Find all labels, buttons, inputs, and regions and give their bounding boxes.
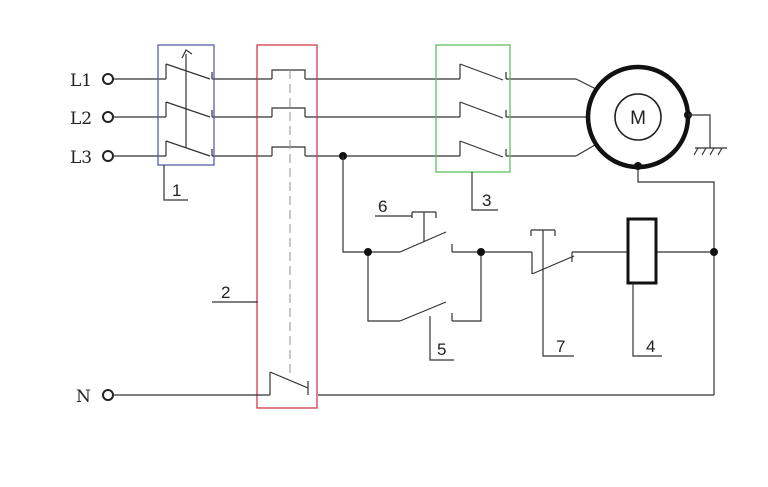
terminal-label-n: N <box>76 387 91 407</box>
callout-leader-1 <box>163 165 188 201</box>
junction-dot-icon <box>477 248 485 256</box>
control-wiring <box>113 156 715 396</box>
callout-1: 1 <box>172 181 181 200</box>
callout-2: 2 <box>221 283 230 302</box>
callout-4: 4 <box>646 337 655 356</box>
callout-leader-7 <box>542 268 574 357</box>
ground-icon <box>684 111 727 156</box>
junction-dot-icon <box>634 162 642 170</box>
callout-7: 7 <box>556 337 565 356</box>
callout-6: 6 <box>378 197 387 216</box>
stop-button-7 <box>530 229 575 275</box>
terminal-label-l2: L2 <box>70 109 92 129</box>
junction-dot-icon <box>710 248 718 256</box>
start-button-6 <box>399 211 453 253</box>
motor-icon: M <box>585 64 691 170</box>
holding-contact-5 <box>399 301 453 322</box>
motor-label: M <box>630 108 646 129</box>
breaker-switch-1 <box>157 44 215 166</box>
callout-leader-5 <box>429 316 454 361</box>
terminal-l3-icon <box>102 150 114 162</box>
terminal-l1-icon <box>102 73 114 85</box>
junction-dot-icon <box>364 248 372 256</box>
callout-leader-4 <box>632 283 662 357</box>
terminal-n-icon <box>102 389 114 401</box>
terminal-label-l3: L3 <box>70 148 92 168</box>
callout-3: 3 <box>482 191 491 210</box>
power-line-l1 <box>113 78 601 92</box>
contactor-3 <box>435 44 511 173</box>
rcd-device-2 <box>256 44 318 409</box>
terminal-l2-icon <box>102 111 114 123</box>
terminal-label-l1: L1 <box>70 71 92 91</box>
contactor-coil-4 <box>626 217 658 285</box>
callout-leader-3 <box>471 172 498 211</box>
callout-5: 5 <box>437 340 446 359</box>
